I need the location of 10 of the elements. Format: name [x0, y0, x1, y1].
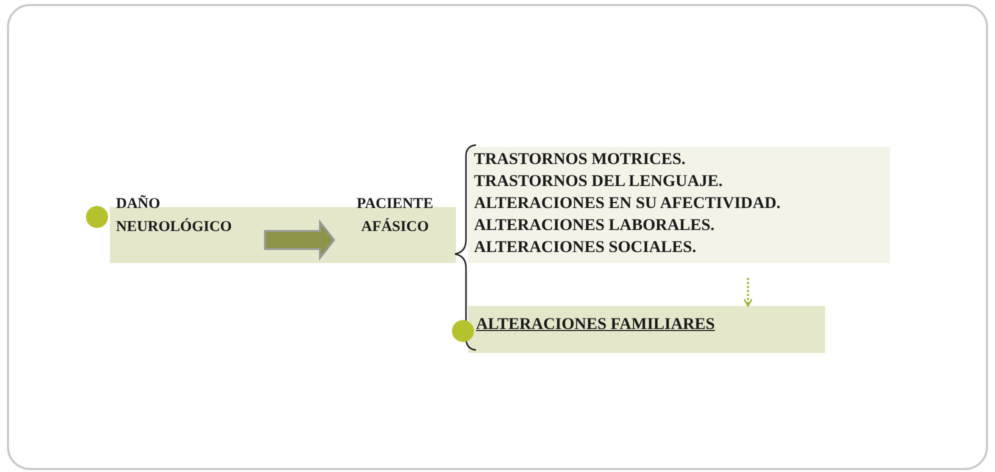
list-item: TRASTORNOS MOTRICES. — [474, 148, 686, 170]
list-item: ALTERACIONES LABORALES. — [474, 214, 716, 236]
arrow — [743, 278, 753, 307]
node-label: PACIENTE AFÁSICO — [336, 193, 454, 243]
list-item: TRASTORNOS DEL LENGUAJE. — [474, 170, 724, 192]
block-arrow — [264, 219, 336, 261]
list-item: ALTERACIONES EN SU AFECTIVIDAD. — [474, 192, 782, 214]
node-label: ALTERACIONES FAMILIARES — [476, 313, 816, 343]
list-item: ALTERACIONES SOCIALES. — [474, 236, 698, 258]
node-label: DAÑO NEUROLÓGICO — [116, 193, 262, 243]
